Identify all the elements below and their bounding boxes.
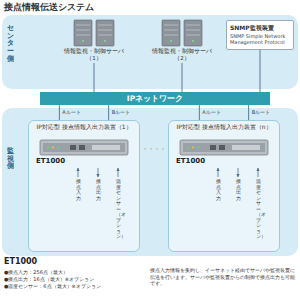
- zone-band: 監視側 IP対応型 接点情報入出力装置（1） ET1000 IP対応型 接点情報入出力…: [2, 108, 298, 256]
- network-link: [94, 63, 95, 92]
- network-link: [108, 105, 109, 120]
- device-name: IP対応型 接点情報入出力装置（n）: [169, 123, 279, 138]
- network-link: [59, 105, 60, 120]
- zone-label: センター側: [7, 25, 14, 63]
- device-illustration: [40, 140, 128, 155]
- model-name: ET1000: [36, 158, 139, 165]
- spec-line: ●温度センサー：6点（最大）※オプション: [4, 283, 101, 289]
- server-node: 情報監視・制御サーバ（1）: [58, 18, 130, 63]
- network-link: [199, 105, 200, 120]
- route-label: Aルート: [61, 110, 81, 116]
- zone-band: センター側情報監視・制御サーバ（1）情報監視・制御サーバ（2）SNMP監視装置S…: [2, 15, 298, 89]
- signal-label: 接点出力: [236, 179, 241, 201]
- device-note: SNMP Simple Network Management Protocol: [230, 33, 290, 45]
- diagram-title: 接点情報伝送システム: [4, 2, 94, 13]
- spec-line: ●接点入力：256点（最大）: [4, 269, 68, 275]
- signal-label: 接点入力: [76, 179, 81, 201]
- network-bar: IPネットワーク: [40, 92, 270, 105]
- signal-label: 接点出力: [96, 179, 101, 201]
- spec-line: ●接点出力：16点（最大）※オプション: [4, 276, 94, 282]
- ellipsis: ・・・・: [142, 146, 166, 152]
- route-label: Aルート: [201, 110, 221, 116]
- spec-heading: ET1000: [4, 258, 37, 267]
- network-label: IPネットワーク: [127, 95, 183, 103]
- server-label: 情報監視・制御サーバ（2）: [147, 48, 217, 61]
- signal-label: 温度センサー（オプション）: [116, 179, 121, 240]
- model-name: ET1000: [176, 158, 279, 165]
- server-label: 情報監視・制御サーバ（1）: [59, 48, 129, 61]
- device-illustration: [180, 140, 268, 155]
- zone-label: 監視側: [7, 148, 14, 171]
- network-link: [260, 50, 261, 92]
- signal-label: 温度センサー（オプション）: [256, 179, 261, 240]
- server-node: 情報監視・制御サーバ（2）: [146, 18, 218, 63]
- route-label: Bルート: [111, 110, 131, 116]
- signal-label: 接点入力: [216, 179, 221, 201]
- device-name: IP対応型 接点情報入出力装置（1）: [29, 123, 139, 138]
- device-name: SNMP監視装置: [230, 24, 290, 31]
- snmp-box: SNMP監視装置 SNMP Simple Network Management P…: [226, 20, 294, 50]
- route-label: Bルート: [251, 110, 271, 116]
- network-link: [182, 63, 183, 92]
- description: 接点入力情報を集約し、イーサネット経由でサーバや監視装置に伝送を行います。サーバ…: [150, 267, 296, 287]
- network-link: [248, 105, 249, 120]
